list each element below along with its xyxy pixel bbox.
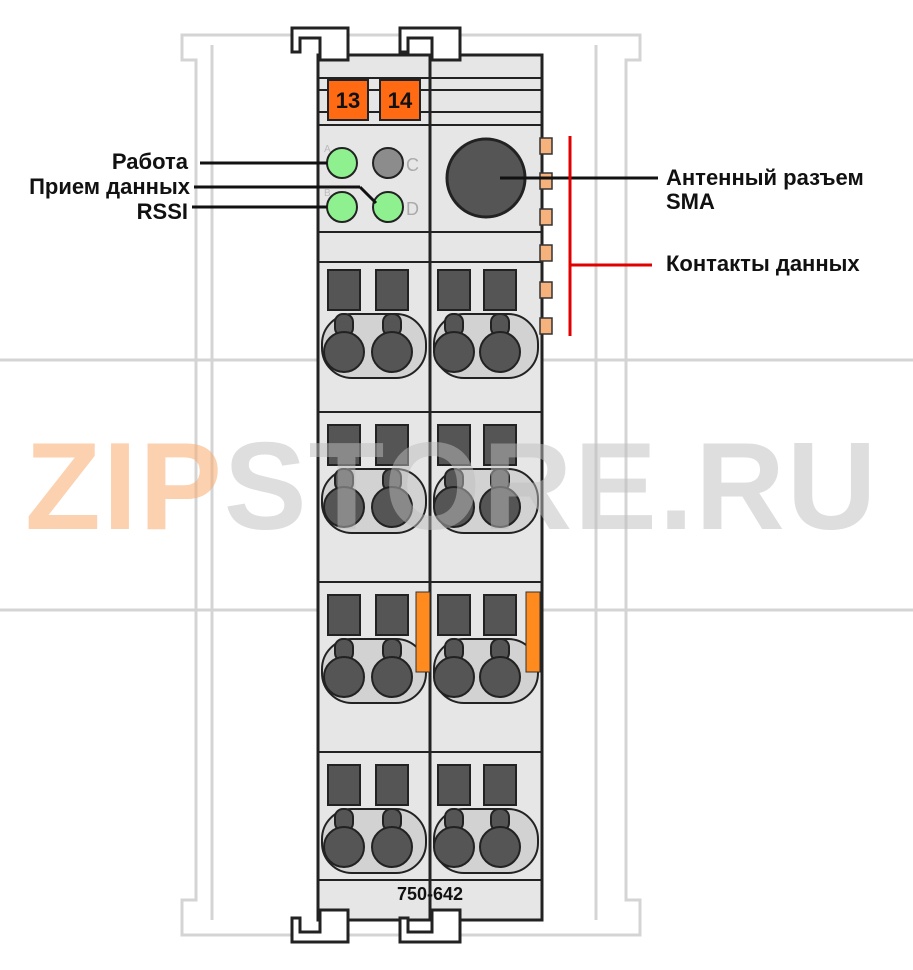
wire-entry-hole xyxy=(479,331,521,373)
wire-entry-hole xyxy=(323,331,365,373)
data-contact xyxy=(539,172,553,190)
clamp-release-slot xyxy=(375,269,409,311)
led-b-rssi xyxy=(326,191,358,223)
led-letter-a: A xyxy=(324,144,331,155)
model-number: 750-642 xyxy=(397,884,463,904)
marker-14 xyxy=(379,79,421,121)
wire-entry-hole xyxy=(433,656,475,698)
data-contact xyxy=(539,137,553,155)
marker-group: 13 14 xyxy=(327,79,421,121)
clamp-release-slot xyxy=(483,764,517,806)
data-contact xyxy=(539,317,553,335)
marker-13-label: 13 xyxy=(336,88,360,113)
clamp-release-slot xyxy=(327,594,361,636)
wire-entry-hole xyxy=(371,331,413,373)
clamp-release-slot xyxy=(327,424,361,466)
led-letter-b: B xyxy=(324,188,331,199)
clamp-release-slot xyxy=(437,764,471,806)
clamp-release-slot xyxy=(375,594,409,636)
terminal-clamps xyxy=(321,269,539,874)
clamp-release-slot xyxy=(327,764,361,806)
data-contact xyxy=(539,281,553,299)
wire-entry-hole xyxy=(433,826,475,868)
clamp-release-slot xyxy=(375,764,409,806)
wire-entry-hole xyxy=(479,656,521,698)
wire-entry-hole xyxy=(371,486,413,528)
marker-13 xyxy=(327,79,369,121)
clamp-release-slot xyxy=(437,594,471,636)
clamp-release-slot xyxy=(327,269,361,311)
clamp-release-slot xyxy=(437,269,471,311)
data-contacts-bracket xyxy=(568,136,652,336)
label-rssi: RSSI xyxy=(136,199,188,224)
data-contact xyxy=(539,244,553,262)
led-letter-d: D xyxy=(406,199,419,219)
wire-entry-hole xyxy=(323,656,365,698)
clamp-release-slot xyxy=(437,424,471,466)
wire-entry-hole xyxy=(371,826,413,868)
clamp-release-slot xyxy=(483,594,517,636)
label-run: Работа xyxy=(111,149,188,174)
clamp-release-slot xyxy=(483,269,517,311)
wire-entry-hole xyxy=(371,656,413,698)
led-panel: A C B D xyxy=(324,144,419,223)
wire-entry-hole xyxy=(479,826,521,868)
power-jumper-contact xyxy=(415,591,431,673)
led-c xyxy=(372,147,404,179)
data-contact xyxy=(539,208,553,226)
marker-14-label: 14 xyxy=(388,88,413,113)
power-jumper-contact xyxy=(525,591,541,673)
wire-entry-hole xyxy=(433,486,475,528)
label-antenna: Антенный разъем SMA xyxy=(666,166,864,214)
label-data-contacts: Контакты данных xyxy=(666,251,860,276)
label-antenna-line1: Антенный разъем xyxy=(666,165,864,190)
data-contacts xyxy=(539,137,553,335)
wire-entry-hole xyxy=(479,486,521,528)
led-a-run xyxy=(326,147,358,179)
wire-entry-hole xyxy=(323,826,365,868)
led-letter-c: C xyxy=(406,155,419,175)
led-d-receive xyxy=(372,191,404,223)
wire-entry-hole xyxy=(323,486,365,528)
wire-entry-hole xyxy=(433,331,475,373)
clamp-release-slot xyxy=(483,424,517,466)
label-data-receive: Прием данных xyxy=(29,174,190,199)
callout-lines xyxy=(192,161,658,209)
label-antenna-line2: SMA xyxy=(666,189,715,214)
clamp-release-slot xyxy=(375,424,409,466)
